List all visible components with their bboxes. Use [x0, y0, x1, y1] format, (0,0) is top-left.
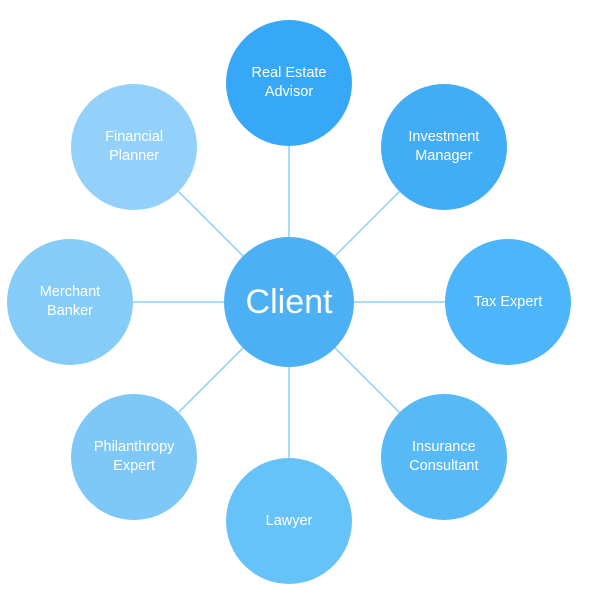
center-node-label: Client	[245, 283, 333, 321]
connector-financial-planner	[178, 191, 244, 257]
connector-investment-manager	[334, 191, 400, 257]
node-investment-manager: Investment Manager	[380, 84, 507, 211]
node-label: Insurance Consultant	[409, 438, 479, 474]
connector-philanthropy-expert	[178, 347, 244, 413]
node-insurance-consultant: Insurance Consultant	[380, 393, 507, 520]
node-financial-planner: Financial Planner	[71, 84, 198, 211]
node-label: Investment Manager	[408, 129, 480, 165]
connector-insurance-consultant	[334, 347, 400, 413]
node-tax-expert: Tax Expert	[445, 239, 571, 365]
center-node-client: Client	[224, 237, 354, 367]
node-label: Financial Planner	[105, 129, 164, 165]
node-label: Merchant Banker	[39, 284, 101, 319]
node-label: Lawyer	[265, 512, 313, 529]
node-merchant-banker: Merchant Banker	[7, 239, 133, 365]
node-label: Real Estate Advisor	[251, 65, 327, 100]
node-label: Tax Expert	[473, 293, 543, 310]
node-lawyer: Lawyer	[226, 458, 352, 584]
node-real-estate-advisor: Real Estate Advisor	[226, 20, 352, 146]
node-philanthropy-expert: Philanthropy Expert	[71, 393, 198, 520]
node-label: Philanthropy Expert	[93, 438, 175, 474]
